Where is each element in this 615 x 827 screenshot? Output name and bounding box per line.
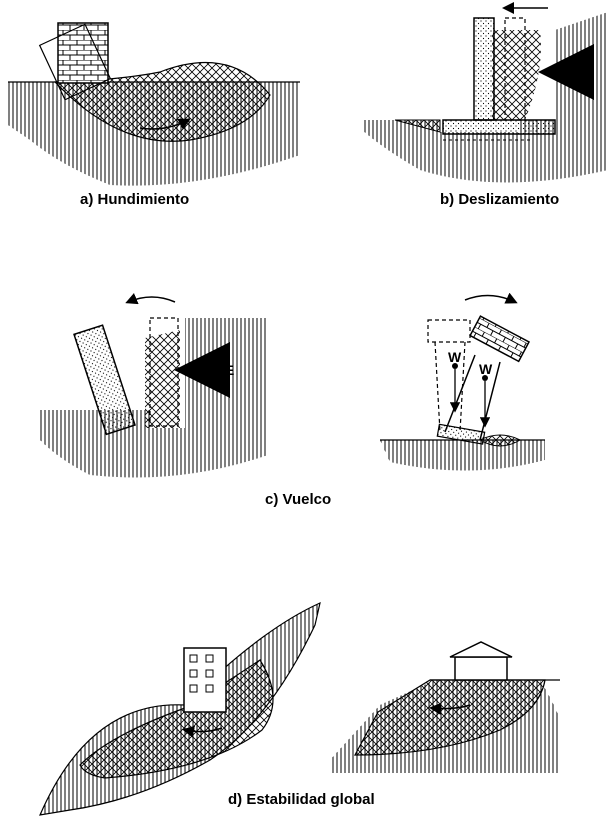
passive-wedge-b xyxy=(394,119,441,133)
tower-footing xyxy=(436,423,486,445)
ground-c2 xyxy=(380,440,545,471)
wall-base-b xyxy=(442,119,556,135)
tower-head-original xyxy=(427,319,471,343)
caption-d: d) Estabilidad global xyxy=(228,791,375,808)
label-e-b: E xyxy=(582,64,591,80)
building-d xyxy=(183,647,227,713)
backfill-c xyxy=(145,330,180,428)
slope-d xyxy=(39,601,321,816)
wall-stem-displaced-b xyxy=(504,17,526,121)
ground-b xyxy=(362,12,608,183)
label-w-1: W xyxy=(448,349,462,365)
weight-point-2 xyxy=(482,375,488,381)
wall-original-c xyxy=(149,317,179,427)
slide-arrow-d xyxy=(182,725,223,738)
panel-d-global-stability-building xyxy=(39,601,321,816)
caption-a: a) Hundimiento xyxy=(80,191,189,208)
label-w-2: W xyxy=(479,361,493,377)
footing-original xyxy=(57,22,109,84)
panel-c-overturning-wall: E xyxy=(40,293,268,478)
weight-point-1 xyxy=(452,363,458,369)
house-body xyxy=(454,656,508,681)
sliding-mass-d2 xyxy=(353,679,546,756)
footing-rotated xyxy=(38,23,112,101)
label-e-c: E xyxy=(225,362,234,378)
building-windows xyxy=(189,654,214,693)
house-roof xyxy=(449,641,513,658)
panel-a-bearing-failure: a) Hundimiento xyxy=(8,22,300,208)
backfill-b xyxy=(492,30,541,120)
wall-rotated-c xyxy=(73,324,136,436)
rotation-arrow-c2 xyxy=(464,292,518,304)
panel-b-sliding-failure: E b) Deslizamiento xyxy=(362,2,608,208)
panel-c-overturning-tower: W W c) Vuelco xyxy=(265,292,545,508)
rotation-arrow-a xyxy=(139,118,191,130)
tower-head-rotated xyxy=(469,315,531,363)
slide-arrow-d2 xyxy=(429,702,471,715)
wall-stem-b xyxy=(473,17,495,121)
caption-b: b) Deslizamiento xyxy=(440,191,559,208)
rotation-arrow-c xyxy=(125,293,176,305)
soil-bulge-c2 xyxy=(478,434,522,447)
caption-c: c) Vuelco xyxy=(265,491,331,508)
sliding-mass-d xyxy=(79,659,274,779)
panel-d-global-stability-house: d) Estabilidad global xyxy=(228,641,560,808)
